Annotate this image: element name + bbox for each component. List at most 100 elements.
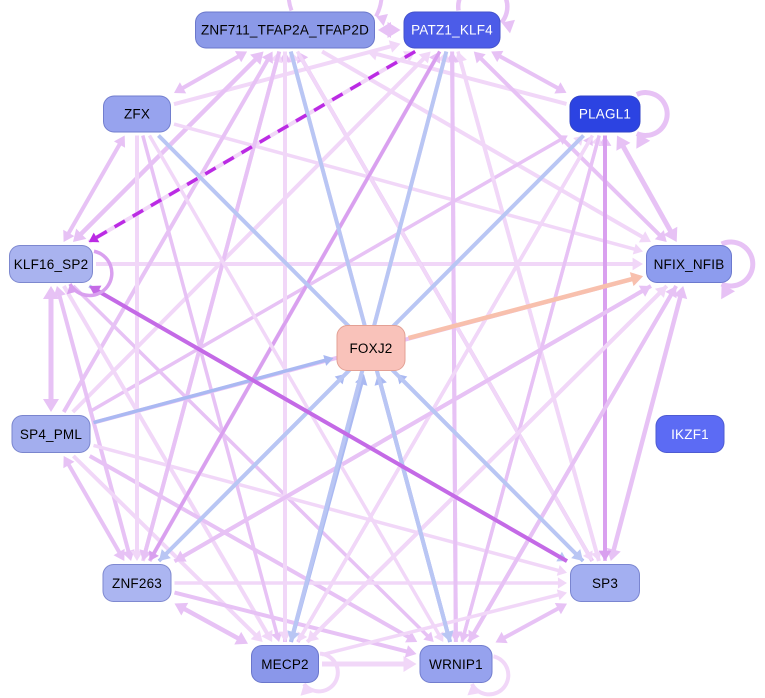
- arrowhead-znf711: [234, 51, 248, 63]
- node-znf711[interactable]: ZNF711_TFAP2A_TFAP2D: [195, 11, 375, 49]
- arrowhead-patz1: [491, 50, 504, 63]
- arrowhead-wrnip1: [467, 684, 480, 696]
- arrowhead-wrnip1: [468, 629, 480, 642]
- node-label: IKZF1: [671, 426, 709, 442]
- edge-plagl1-znf711: [374, 51, 568, 106]
- arrowhead-znf711: [376, 13, 388, 27]
- node-label: FOXJ2: [349, 340, 393, 356]
- edge-mecp2-sp3: [321, 592, 561, 657]
- arrowhead-patz1: [388, 40, 401, 53]
- edge-sp4-foxj2: [93, 358, 327, 425]
- arrowhead-klf16: [63, 229, 75, 242]
- edge-plagl1-patz1: [497, 53, 561, 91]
- arrowhead-znf263: [113, 548, 125, 561]
- node-znf263[interactable]: ZNF263: [102, 564, 172, 602]
- node-label: WRNIP1: [429, 656, 483, 672]
- edge-klf16-mecp2: [62, 284, 270, 636]
- edge-plagl1-mecp2: [299, 134, 595, 637]
- arrowhead-sp3: [571, 549, 584, 561]
- arrowhead-mecp2: [234, 631, 248, 645]
- arrowhead-sp3: [598, 550, 612, 561]
- arrowhead-foxj2: [323, 355, 334, 366]
- arrowhead-sp3: [556, 589, 567, 601]
- node-foxj2[interactable]: FOXJ2: [336, 325, 406, 371]
- arrowhead-sp3: [557, 577, 567, 589]
- node-label: ZNF263: [112, 575, 162, 591]
- arrowhead-nfix: [673, 286, 688, 300]
- edge-sp4-plagl1: [88, 137, 563, 414]
- node-nfix[interactable]: NFIX_NFIB: [646, 245, 732, 283]
- arrowhead-znf263: [139, 549, 152, 561]
- edge-znf263-mecp2: [181, 606, 241, 642]
- node-label: ZFX: [123, 106, 151, 122]
- arrowhead-wrnip1: [449, 631, 463, 642]
- arrowhead-nfix: [663, 226, 678, 242]
- arrowhead-znf263: [174, 550, 187, 562]
- self-loop-mecp2: [302, 651, 340, 694]
- arrowhead-sp4: [43, 399, 59, 412]
- arrowhead-znf711: [250, 51, 264, 65]
- arrowhead-sp3: [591, 550, 602, 561]
- node-sp3[interactable]: SP3: [570, 564, 640, 602]
- edge-zfx-wrnip1: [147, 134, 442, 637]
- edge-plagl1-wrnip1: [462, 135, 601, 636]
- arrowhead-mecp2: [297, 631, 308, 642]
- node-label: ZNF711_TFAP2A_TFAP2D: [200, 22, 370, 38]
- arrowhead-nfix: [629, 272, 643, 287]
- arrowhead-klf16: [66, 284, 78, 295]
- edge-sp4-znf263: [66, 462, 122, 555]
- node-plagl1[interactable]: PLAGL1: [569, 95, 641, 133]
- arrowhead-nfix: [638, 231, 652, 243]
- node-mecp2[interactable]: MECP2: [251, 645, 319, 683]
- arrowhead-plagl1: [636, 133, 651, 149]
- arrowhead-znf263: [158, 549, 171, 561]
- arrowhead-mecp2: [278, 631, 292, 642]
- arrowhead-wrnip1: [404, 645, 417, 658]
- arrowhead-wrnip1: [405, 631, 418, 643]
- edge-znf711-sp3: [295, 50, 591, 556]
- arrowhead-klf16: [89, 285, 102, 297]
- node-zfx[interactable]: ZFX: [103, 95, 171, 133]
- arrowhead-wrnip1: [423, 631, 434, 642]
- edge-sp3-nfix: [611, 294, 683, 553]
- node-ikzf1[interactable]: IKZF1: [655, 415, 725, 453]
- arrowhead-klf16: [88, 232, 100, 243]
- arrowhead-mecp2: [261, 629, 273, 642]
- arrowhead-wrnip1: [495, 631, 508, 644]
- edge-patz1-wrnip1: [450, 51, 458, 634]
- arrowhead-znf263: [174, 602, 189, 616]
- edge-patz1-znf263: [151, 50, 442, 556]
- self-loop-klf16: [68, 249, 114, 298]
- arrowhead-znf711: [261, 51, 273, 64]
- node-wrnip1[interactable]: WRNIP1: [419, 645, 493, 683]
- node-label: SP4_PML: [19, 426, 83, 442]
- arrowhead-mecp2: [287, 630, 300, 642]
- arrowhead-nfix: [654, 230, 667, 242]
- node-patz1[interactable]: PATZ1_KLF4: [403, 11, 501, 49]
- node-label: PATZ1_KLF4: [411, 22, 493, 38]
- node-sp4[interactable]: SP4_PML: [11, 415, 91, 453]
- node-label: SP3: [591, 575, 619, 591]
- arrowhead-plagl1: [557, 135, 568, 145]
- arrowhead-wrnip1: [433, 631, 444, 642]
- edge-nfix-plagl1: [619, 143, 674, 235]
- node-klf16[interactable]: KLF16_SP2: [9, 245, 93, 283]
- edge-wrnip1-sp3: [501, 605, 561, 641]
- arrowhead-znf711: [366, 47, 379, 61]
- arrowhead-plagl1: [616, 135, 631, 151]
- arrowhead-patz1: [501, 19, 515, 34]
- edge-znf711-znf263: [143, 50, 282, 554]
- arrowhead-znf263: [130, 550, 144, 561]
- node-label: NFIX_NFIB: [653, 256, 725, 272]
- arrowhead-mecp2: [250, 630, 263, 642]
- arrowhead-sp3: [582, 550, 593, 561]
- node-label: PLAGL1: [578, 106, 632, 122]
- arrowhead-sp3: [554, 603, 567, 615]
- self-loop-plagl1: [635, 90, 670, 138]
- edge-zfx-znf711: [180, 53, 241, 91]
- arrowhead-znf263: [122, 549, 135, 561]
- arrowhead-wrnip1: [458, 631, 470, 642]
- arrowhead-nfix: [632, 257, 643, 271]
- arrowhead-sp3: [556, 565, 567, 576]
